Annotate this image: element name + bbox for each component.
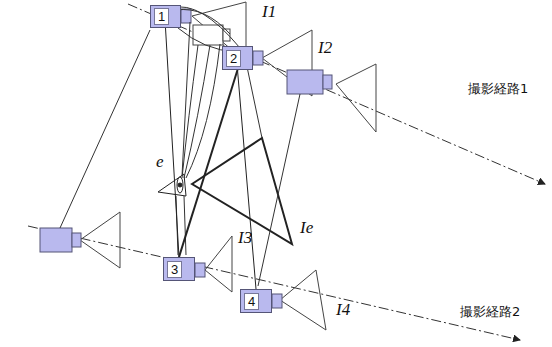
camera: 3 xyxy=(163,257,195,281)
camera-lens xyxy=(181,9,282,308)
camera: 1 xyxy=(150,5,181,28)
rays xyxy=(60,7,300,286)
connector xyxy=(238,70,257,289)
path-line xyxy=(128,4,545,184)
symbol-label: I3 xyxy=(238,228,252,248)
camera-number: 4 xyxy=(244,293,259,310)
symbol-label: I4 xyxy=(336,300,350,320)
image-planes xyxy=(80,2,376,330)
camera: 2 xyxy=(222,46,253,70)
symbol-label: e xyxy=(156,152,164,172)
symbol-label: I2 xyxy=(318,38,332,58)
camera: 4 xyxy=(240,289,272,313)
connector xyxy=(179,70,238,257)
camera-number: 1 xyxy=(154,8,169,25)
camera-number: 3 xyxy=(167,261,182,278)
camera-number: 2 xyxy=(226,50,241,67)
path-line xyxy=(28,226,520,340)
connector xyxy=(166,28,180,257)
path-label: 撮影経路2 xyxy=(460,303,520,321)
symbol-label: I1 xyxy=(262,2,276,22)
symbol-label: Ie xyxy=(300,218,313,238)
path-label: 撮影経路1 xyxy=(468,80,528,98)
